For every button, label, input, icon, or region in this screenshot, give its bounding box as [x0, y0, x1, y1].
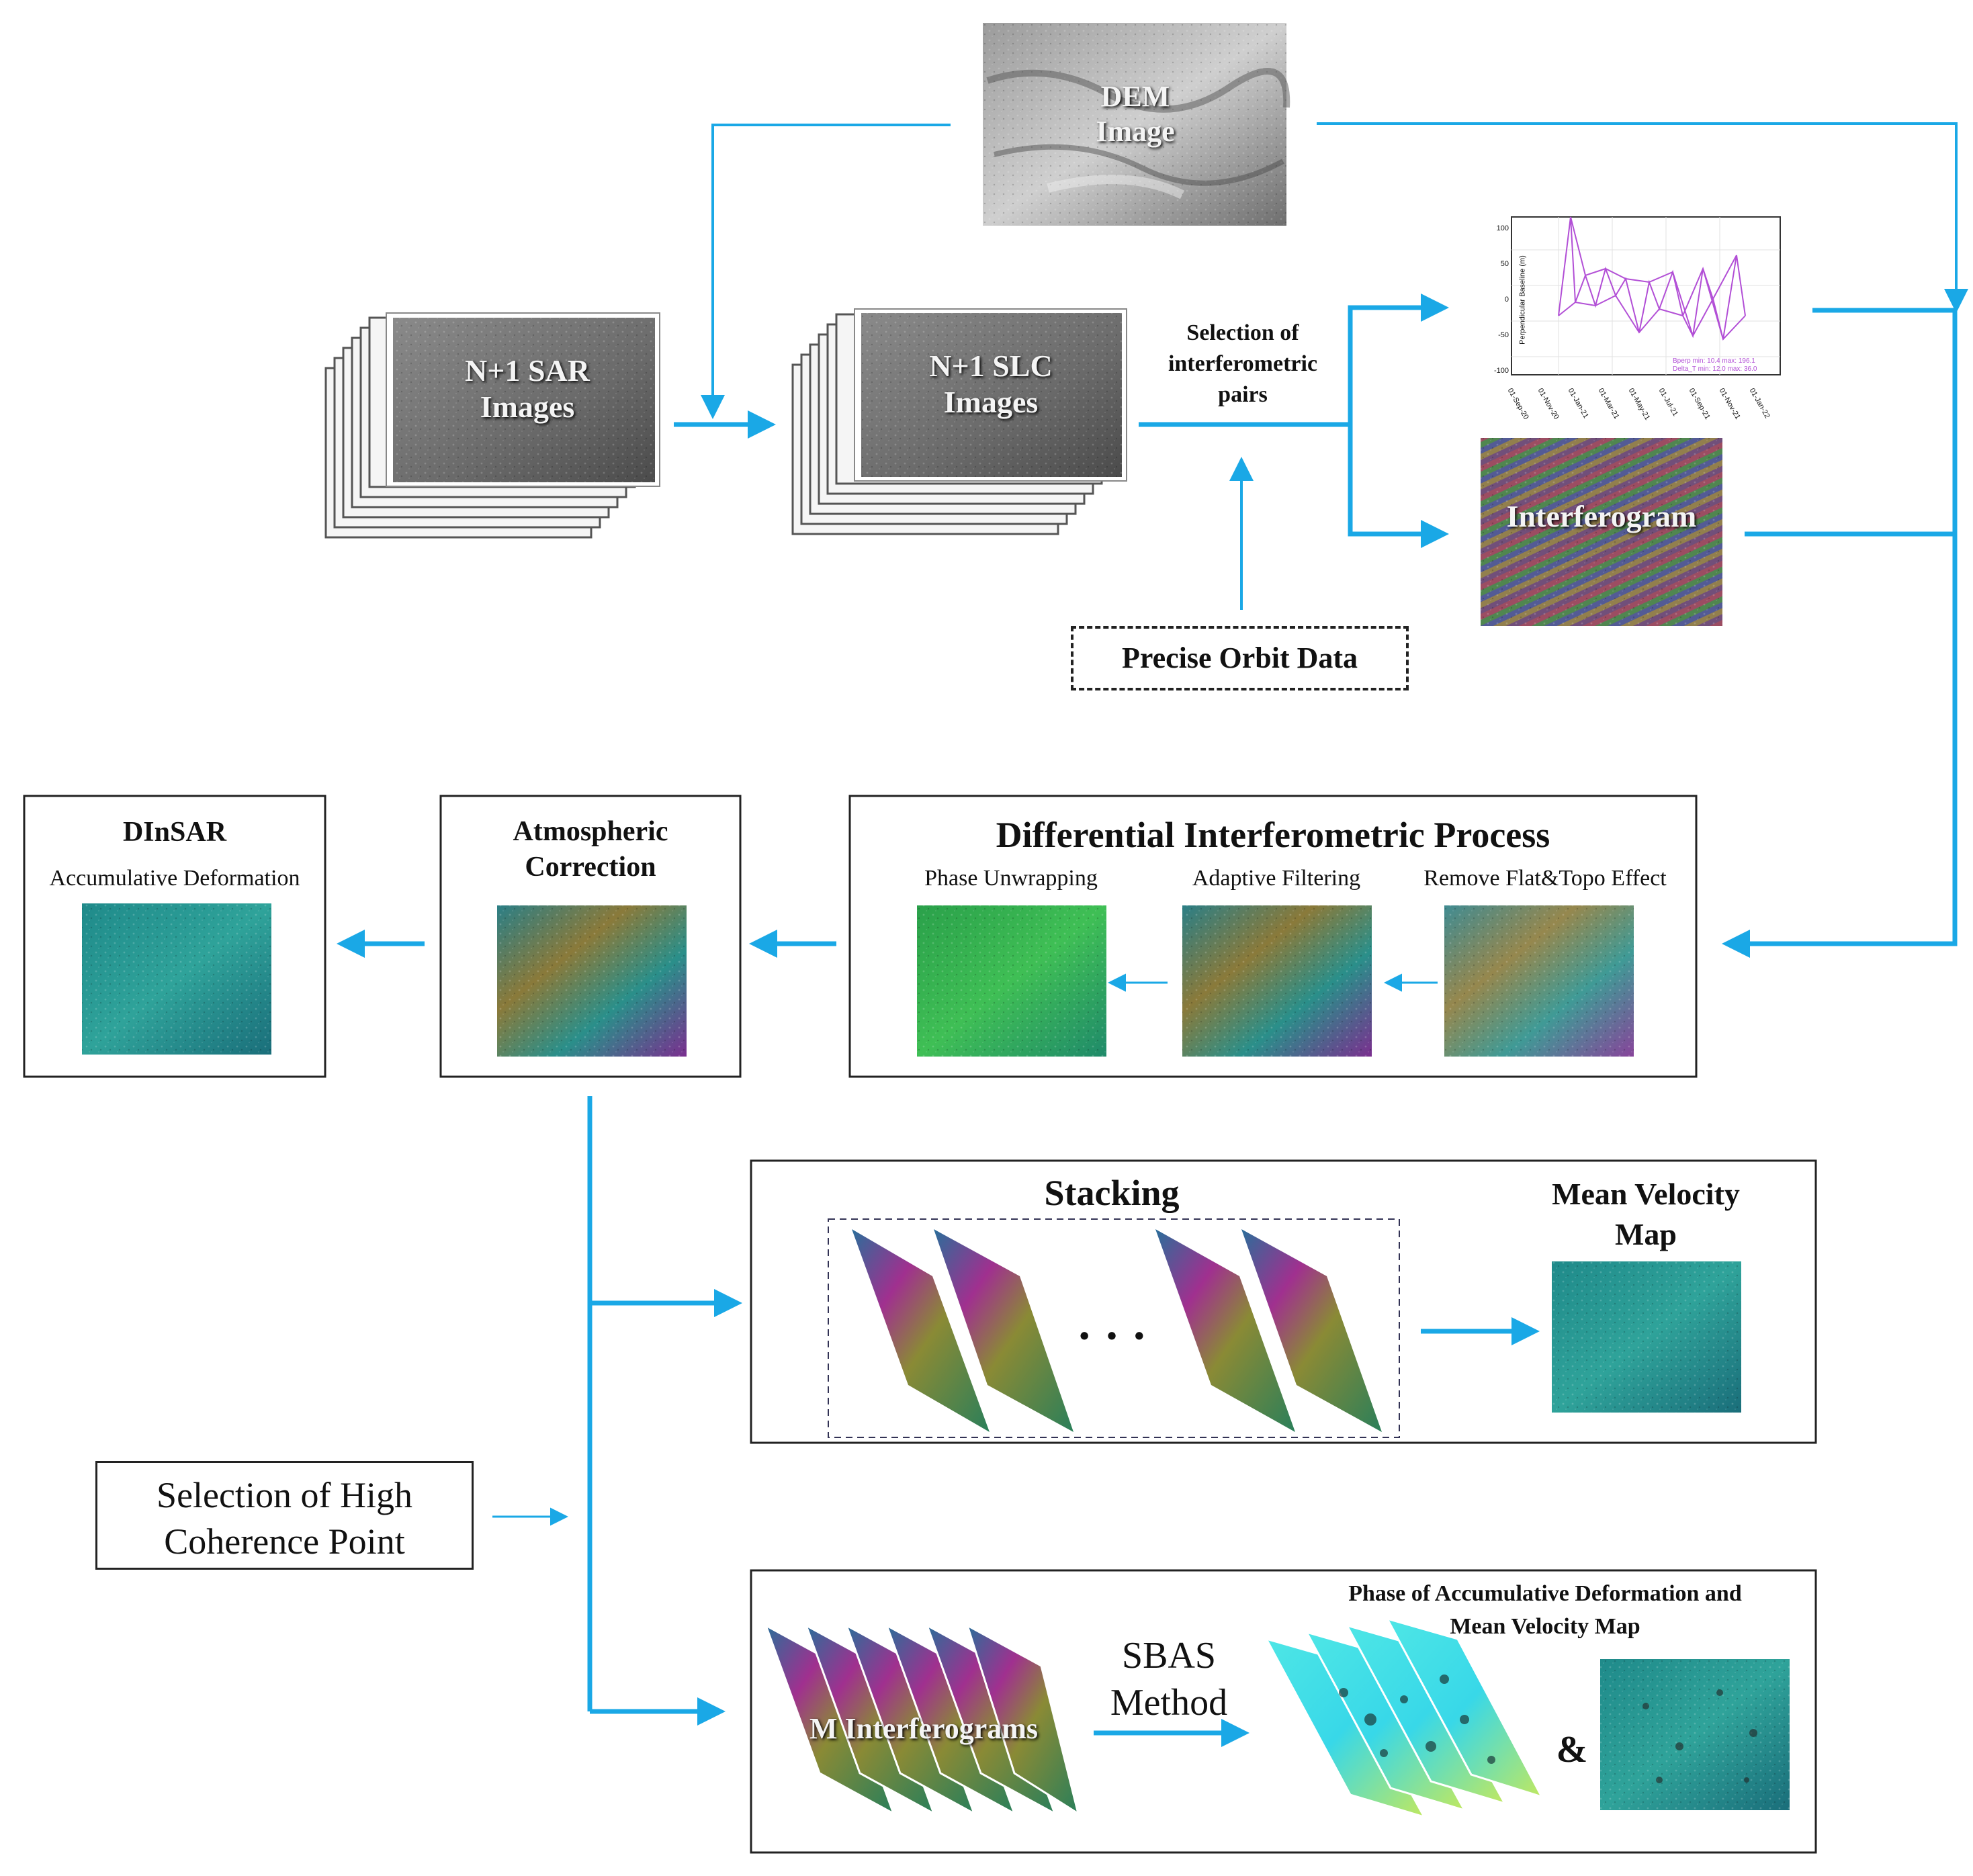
precise-orbit-data-label: Precise Orbit Data [1121, 641, 1358, 674]
ytick: 100 [1496, 224, 1509, 232]
ytick: 50 [1500, 260, 1509, 268]
sbas-box [750, 1569, 1817, 1854]
slc-label-line1: N+1 SLC [929, 349, 1053, 383]
xtick: 01-Jan-21 [1566, 387, 1590, 420]
stacking-ellipsis: · · · [1076, 1310, 1147, 1362]
stacking-out-line1: Mean Velocity [1552, 1177, 1740, 1211]
sbas-ampersand: & [1556, 1729, 1588, 1771]
xtick: 01-May-21 [1626, 387, 1652, 422]
mean-velocity-map-image [1552, 1261, 1741, 1413]
ytick: -50 [1498, 331, 1509, 339]
baseline-legend-line2: Delta_T min: 12.0 max: 36.0 [1673, 365, 1757, 373]
sar-label-line1: N+1 SAR [465, 353, 590, 388]
stacking-mean-velocity-title: Mean Velocity Map [1532, 1174, 1760, 1255]
pairs-label-line2: interferometric [1168, 351, 1318, 376]
remove-flat-topo-label: Remove Flat&Topo Effect [1423, 866, 1667, 891]
adaptive-filtering-image [1182, 905, 1372, 1057]
atmo-title-line2: Correction [525, 851, 656, 883]
dinsar-box [23, 795, 326, 1078]
coherence-line1: Selection of High [157, 1475, 412, 1515]
precise-orbit-data-box: Precise Orbit Data [1071, 626, 1409, 690]
sar-image-stack [324, 312, 660, 539]
connector-lines [337, 122, 1968, 1747]
sbas-method-line1: SBAS [1121, 1635, 1217, 1677]
baseline-legend-line1: Bperp min: 10.4 max: 196.1 [1673, 357, 1755, 365]
sar-images-label: N+1 SAR Images [427, 353, 628, 426]
phase-unwrapping-label: Phase Unwrapping [924, 866, 1098, 891]
atmospheric-correction-box [439, 795, 742, 1078]
accumulative-deformation-series [1264, 1617, 1544, 1819]
stacking-interferogram-frames [852, 1229, 1382, 1432]
dem-image-label: DEM Image [1048, 79, 1223, 149]
atmospheric-correction-title: Atmospheric Correction [441, 814, 740, 885]
baseline-plot [1511, 216, 1781, 375]
stacking-box [750, 1159, 1817, 1444]
ytick: -100 [1493, 367, 1509, 375]
xtick: 01-Nov-21 [1717, 387, 1742, 421]
dem-label-line2: Image [1096, 114, 1175, 148]
adaptive-filtering-label: Adaptive Filtering [1192, 866, 1361, 891]
slc-image-stack [791, 308, 1127, 535]
coherence-line2: Coherence Point [164, 1521, 405, 1562]
phase-unwrapping-image [917, 905, 1106, 1057]
sbas-method-line2: Method [1110, 1682, 1228, 1724]
sbas-method-label: SBAS Method [1088, 1632, 1249, 1726]
pairs-label-line1: Selection of [1186, 320, 1299, 345]
sar-label-line2: Images [480, 390, 575, 425]
dip-title: Differential Interferometric Process [996, 815, 1550, 855]
atmo-title-line1: Atmospheric [513, 816, 668, 847]
xtick: 01-Sep-21 [1687, 387, 1712, 421]
dinsar-deformation-image [82, 903, 271, 1055]
slc-label-line2: Images [943, 385, 1039, 420]
stacking-title: Stacking [1044, 1173, 1180, 1213]
dem-image [983, 23, 1290, 226]
ytick: 0 [1504, 296, 1509, 304]
dinsar-title: DInSAR [122, 817, 227, 848]
m-interferograms-label: M Interferograms [809, 1712, 1039, 1745]
dinsar-subtitle: Accumulative Deformation [49, 866, 300, 891]
sbas-output-title: Phase of Accumulative Deformation and Me… [1276, 1577, 1814, 1644]
xtick: 01-Jul-21 [1657, 387, 1679, 418]
interferogram-label: Interferogram [1506, 499, 1697, 533]
sbas-out-line2: Mean Velocity Map [1450, 1614, 1640, 1640]
sbas-out-line1: Phase of Accumulative Deformation and [1348, 1581, 1742, 1606]
pairs-label-line3: pairs [1218, 382, 1268, 407]
sbas-mean-velocity-image [1600, 1659, 1790, 1810]
m-interferograms-stack [764, 1623, 1080, 1816]
remove-flat-topo-image [1444, 905, 1634, 1057]
interferogram-image [1481, 438, 1722, 626]
baseline-plot-ylabel: Perpendicular Baseline (m) [1518, 255, 1527, 345]
dem-label-line1: DEM [1100, 80, 1170, 113]
high-coherence-point-box: Selection of High Coherence Point [95, 1461, 474, 1570]
stacking-out-line2: Map [1615, 1216, 1677, 1251]
xtick: 01-Jan-22 [1747, 387, 1771, 420]
xtick: 01-Nov-20 [1536, 387, 1561, 421]
xtick: 01-Mar-21 [1596, 387, 1621, 420]
atmospheric-correction-image [497, 905, 687, 1057]
baseline-plot-xticks: 01-Sep-20 01-Nov-20 01-Jan-21 01-Mar-21 … [1506, 380, 1795, 422]
high-coherence-point-label: Selection of High Coherence Point [97, 1472, 472, 1565]
selection-of-interferometric-pairs-label: Selection of interferometric pairs [1142, 318, 1344, 410]
differential-interferometric-process-box [848, 795, 1698, 1078]
baseline-plot-yticks: 100 50 0 -50 -100 [1490, 211, 1509, 389]
slc-images-label: N+1 SLC Images [890, 348, 1092, 421]
baseline-plot-legend: Bperp min: 10.4 max: 196.1 Delta_T min: … [1673, 357, 1757, 373]
stacking-inner-dashed-box [828, 1218, 1400, 1438]
